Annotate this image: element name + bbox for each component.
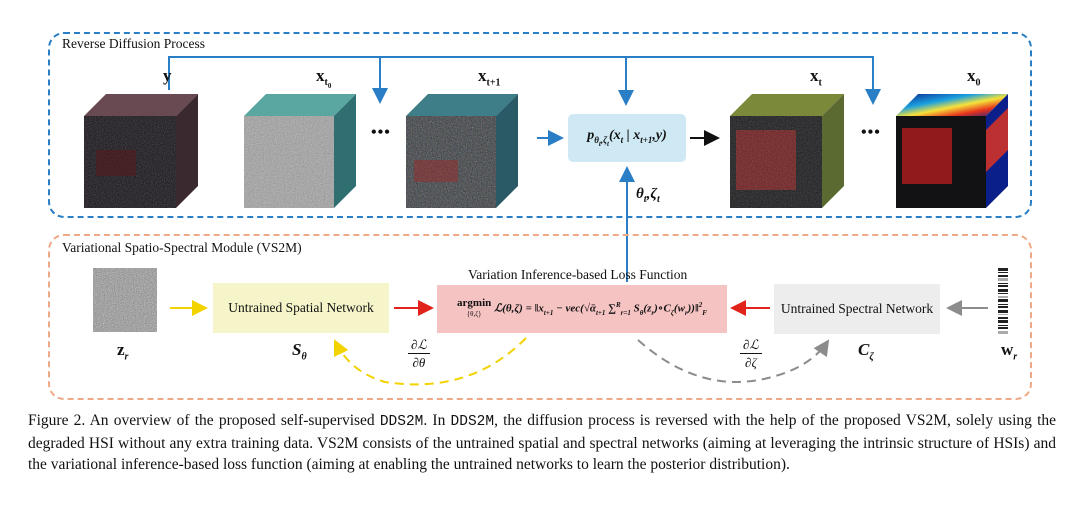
barcode-stripe: [998, 299, 1008, 302]
ellipsis-1: •••: [371, 124, 391, 141]
ellipsis-2: •••: [861, 124, 881, 141]
barcode-stripe: [998, 310, 1008, 313]
vs2m-panel: [48, 234, 1032, 400]
untrained-spectral-network: Untrained Spectral Network: [774, 284, 940, 334]
cube-x-t-plus-1: [406, 94, 518, 208]
barcode-stripe: [998, 320, 1008, 323]
barcode-stripe: [998, 325, 1008, 326]
reverse-diffusion-title: Reverse Diffusion Process: [58, 36, 209, 52]
params-label: θt,ζt: [636, 186, 660, 205]
noise-image-zr: [93, 268, 157, 332]
cube-x-0: [896, 94, 1008, 208]
posterior-box: pθt,ζt(xt | xt+1,y): [568, 114, 686, 162]
cube-label-x-t0: xt0: [316, 66, 332, 91]
grad-theta-arrow: [333, 337, 527, 386]
cube-label-x-t: xt: [810, 66, 822, 89]
barcode-stripe: [998, 317, 1008, 319]
barcode-stripe: [998, 278, 1008, 281]
barcode-stripe: [998, 268, 1008, 271]
loss-title: Variation Inference-based Loss Function: [468, 267, 688, 282]
barcode-stripe: [998, 275, 1008, 277]
label-c-zeta: Cζ: [858, 340, 874, 363]
barcode-stripe: [998, 327, 1008, 329]
cube-label-x-t-plus-1: xt+1: [478, 66, 501, 89]
untrained-spatial-network: Untrained Spatial Network: [213, 283, 389, 333]
barcode-stripe: [998, 296, 1008, 298]
grad-zeta-label: ∂ℒ∂ζ: [740, 337, 762, 371]
barcode-stripe: [998, 314, 1008, 315]
label-wr: wr: [1001, 340, 1018, 363]
barcode-stripe: [998, 331, 1008, 334]
grad-zeta-arrow: [637, 339, 830, 384]
barcode-stripe: [998, 283, 1008, 284]
label-zr: zr: [117, 340, 129, 363]
cube-y: [84, 94, 198, 208]
barcode-stripe: [998, 304, 1008, 305]
spectral-code-wr: [998, 268, 1008, 334]
top-feedback-lines: [168, 56, 881, 282]
cube-x-t: [730, 94, 844, 208]
grad-theta-label: ∂ℒ∂θ: [408, 337, 430, 371]
label-s-theta: Sθ: [292, 340, 307, 363]
loss-function-box: argmin{θ,ζ} ℒ(θ,ζ) = ‖xt+1 − vec(√ᾱt+1 ∑…: [437, 285, 727, 333]
reverse-diffusion-panel: [48, 32, 1032, 218]
cube-label-y: y: [163, 66, 172, 85]
cube-x-t0: [244, 94, 356, 208]
barcode-stripe: [998, 293, 1008, 294]
barcode-stripe: [998, 285, 1008, 287]
cube-label-x-0: x0: [967, 66, 981, 89]
vs2m-title: Variational Spatio-Spectral Module (VS2M…: [58, 240, 306, 256]
barcode-stripe: [998, 289, 1008, 292]
figure-caption: Figure 2. An overview of the proposed se…: [28, 412, 1057, 473]
barcode-stripe: [998, 272, 1008, 273]
barcode-stripe: [998, 306, 1008, 308]
